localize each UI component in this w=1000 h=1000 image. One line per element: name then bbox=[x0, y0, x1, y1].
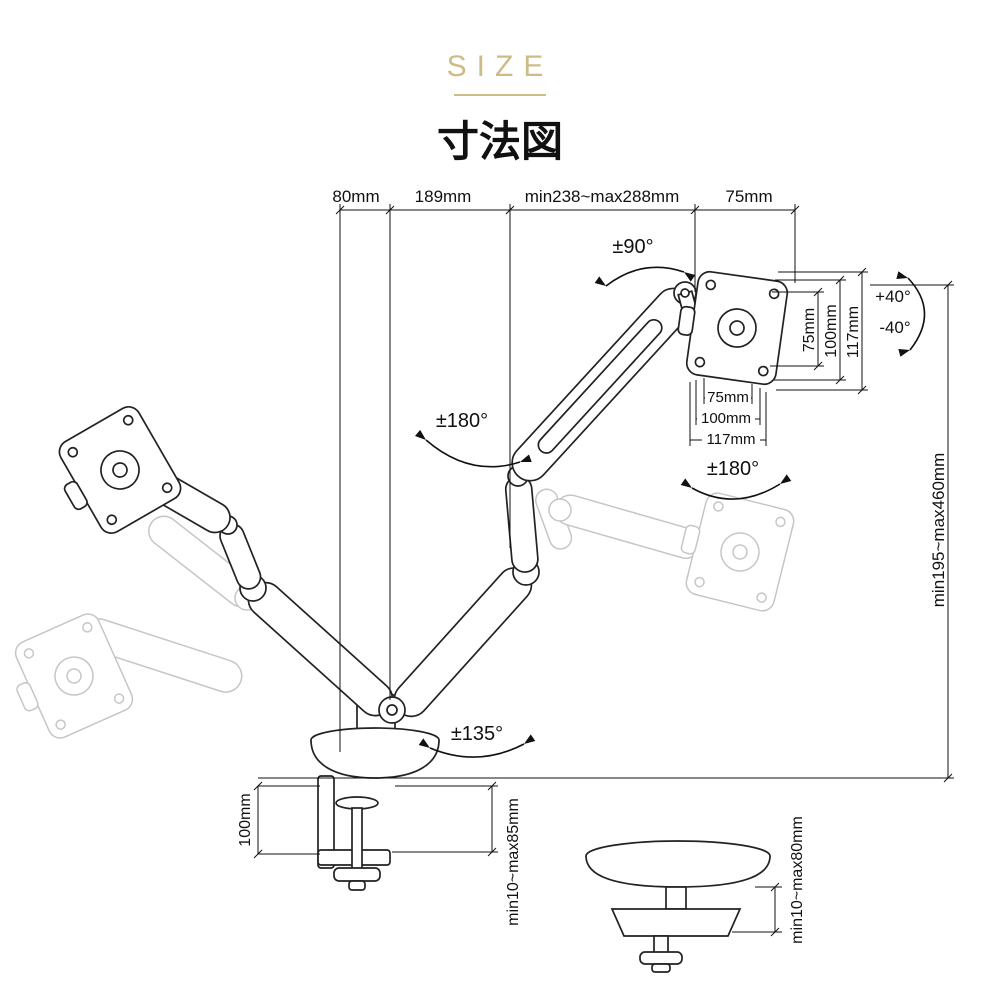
swivel-lower-label: ±180° bbox=[707, 458, 759, 480]
grommet-range-label: min10~max80mm bbox=[789, 816, 806, 944]
tilt-up-label: +40° bbox=[875, 287, 911, 306]
dim-label-top-80: 80mm bbox=[332, 187, 379, 206]
label-bg bbox=[697, 410, 755, 426]
swivel-base-arc bbox=[429, 743, 525, 758]
grommet-clamp-detail bbox=[585, 840, 771, 973]
vesa-horizontal-117-label: 117mm bbox=[707, 431, 756, 448]
swivel-upper-arc bbox=[425, 439, 521, 468]
swivel-upper-label: ±180° bbox=[436, 410, 488, 432]
height-range-label: min195~max460mm bbox=[929, 453, 948, 608]
vesa-vertical-75-label: 75mm bbox=[801, 308, 818, 352]
swivel-top-label: ±90° bbox=[612, 236, 653, 258]
vesa-horizontal-100-label: 100mm bbox=[701, 410, 751, 427]
dimension-lines bbox=[253, 204, 954, 937]
size-label: SIZE bbox=[446, 50, 554, 83]
swivel-base-label: ±135° bbox=[451, 723, 503, 745]
vesa-vertical-117-label: 117mm bbox=[845, 306, 862, 358]
swivel-top-arc bbox=[605, 266, 685, 287]
size-underline bbox=[454, 94, 546, 96]
swivel-lower-arc bbox=[691, 483, 781, 500]
clamp-range-label: min10~max85mm bbox=[505, 798, 522, 926]
tilt-arc bbox=[907, 277, 926, 351]
clamp-height-label: 100mm bbox=[237, 793, 254, 846]
page-title: 寸法図 bbox=[436, 118, 563, 165]
monitor-arm-left bbox=[42, 401, 394, 717]
dimension-labels: 80mm 189mm min238~max288mm 75mm ±90° 75m… bbox=[237, 187, 948, 944]
vesa-horizontal-75-label: 75mm bbox=[707, 389, 749, 406]
monitor-arm-right bbox=[378, 267, 790, 724]
desk-clamp bbox=[317, 775, 391, 891]
tilt-down-label: -40° bbox=[879, 318, 910, 337]
vesa-vertical-100-label: 100mm bbox=[823, 304, 840, 357]
label-bg bbox=[702, 431, 760, 447]
dim-label-top-238-288: min238~max288mm bbox=[525, 187, 680, 206]
dim-label-top-189: 189mm bbox=[415, 187, 472, 206]
label-bg bbox=[705, 389, 751, 405]
dim-label-top-75: 75mm bbox=[725, 187, 772, 206]
rotation-arcs bbox=[415, 266, 926, 758]
ghost-arm-right bbox=[535, 486, 797, 615]
